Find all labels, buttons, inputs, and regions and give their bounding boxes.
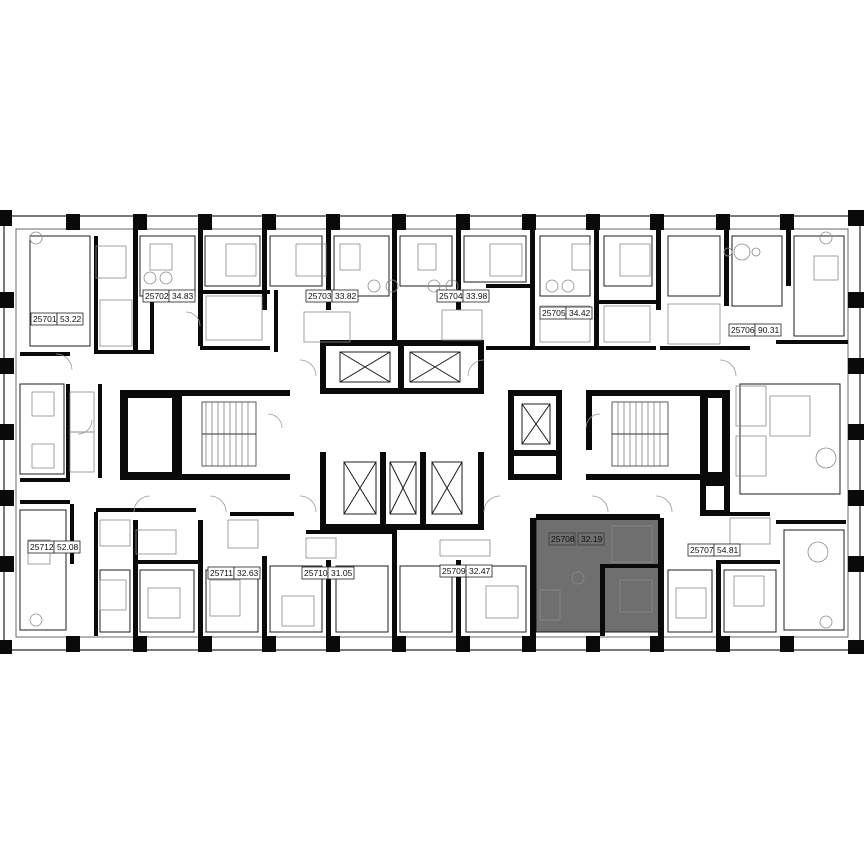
unit-label-25702[interactable]: 25702 34.83 [142, 289, 196, 303]
walls-left-wing [20, 352, 102, 564]
unit-label-25708[interactable]: 25708 32.19 [548, 532, 605, 546]
elevator-shafts [339, 351, 551, 515]
unit-label-25704[interactable]: 25704 33.98 [436, 289, 490, 303]
unit-label-25709[interactable]: 25709 32.47 [439, 564, 493, 578]
unit-number: 25704 [439, 291, 463, 301]
unit-area: 34.42 [569, 308, 591, 318]
walls-bottom-units [94, 508, 846, 636]
columns-top [0, 210, 864, 230]
stair-core-left [120, 390, 290, 480]
unit-label-25710[interactable]: 25710 31.05 [301, 566, 355, 580]
columns-sides [0, 292, 864, 572]
unit-label-25712[interactable]: 25712 52.08 [27, 540, 81, 554]
unit-number: 25709 [442, 566, 466, 576]
unit-area: 33.82 [335, 291, 357, 301]
unit-number: 25712 [30, 542, 54, 552]
unit-number: 25702 [145, 291, 169, 301]
unit-area: 32.19 [581, 534, 603, 544]
unit-number: 25706 [731, 325, 755, 335]
unit-number: 25701 [33, 314, 57, 324]
unit-area: 31.05 [331, 568, 353, 578]
unit-label-25703[interactable]: 25703 33.82 [305, 289, 359, 303]
unit-area: 32.47 [469, 566, 491, 576]
core-walls [320, 340, 562, 530]
unit-label-25707[interactable]: 25707 54.81 [687, 543, 741, 557]
unit-area: 53.22 [60, 314, 82, 324]
fixtures [69, 295, 771, 563]
unit-label-25701[interactable]: 25701 53.22 [30, 312, 84, 326]
unit-number: 25710 [304, 568, 328, 578]
unit-area: 34.83 [172, 291, 194, 301]
unit-area: 90.31 [758, 325, 780, 335]
unit-number: 25703 [308, 291, 332, 301]
columns-bottom [0, 636, 864, 654]
unit-label-25706[interactable]: 25706 90.31 [728, 323, 782, 337]
unit-area: 33.98 [466, 291, 488, 301]
walls-top-units [94, 226, 848, 354]
unit-area: 54.81 [717, 545, 739, 555]
unit-number: 25711 [210, 568, 233, 578]
unit-label-25705[interactable]: 25705 34.42 [539, 306, 593, 320]
unit-area: 32.63 [237, 568, 259, 578]
unit-number: 25707 [690, 545, 714, 555]
stair-core-right [586, 390, 730, 516]
door-swings [55, 311, 737, 513]
unit-area: 52.08 [57, 542, 79, 552]
furniture [27, 231, 839, 629]
interior-lines [19, 235, 845, 633]
unit-label-25711[interactable]: 25711 32.63 [207, 566, 261, 580]
unit-number: 25708 [551, 534, 575, 544]
unit-number: 25705 [542, 308, 566, 318]
